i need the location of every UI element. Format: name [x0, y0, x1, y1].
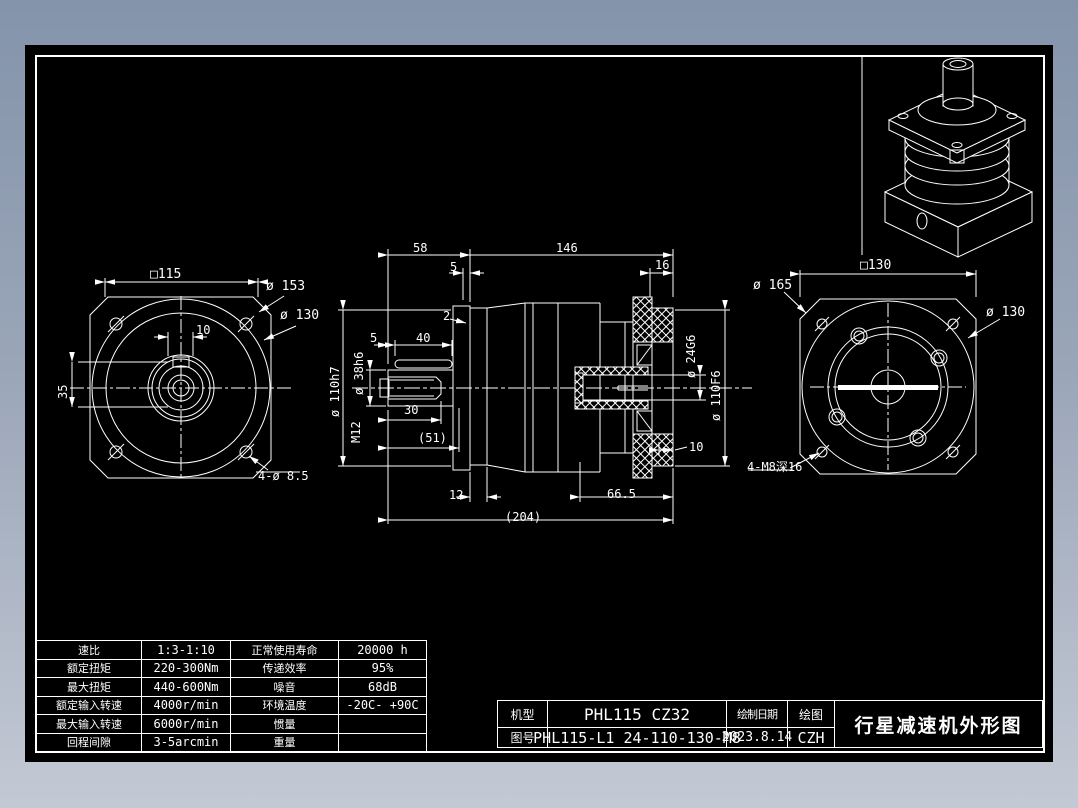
spec-label: 重量 — [231, 733, 339, 751]
iso-view — [883, 57, 1034, 258]
dim-51: (51) — [418, 431, 447, 445]
spec-value: 4000r/min — [142, 696, 231, 714]
dim-d130-right: ø 130 — [986, 305, 1026, 320]
dim-204: (204) — [505, 510, 542, 524]
drawing-no-label: 图号 — [498, 728, 548, 747]
spec-label: 额定扭矩 — [37, 659, 142, 677]
dim-d130-left: ø 130 — [280, 308, 320, 323]
spec-value: 220-300Nm — [142, 659, 231, 677]
spec-label: 回程间隙 — [37, 733, 142, 751]
date-value: 2023.8.14 — [721, 728, 793, 747]
dim-square115: □115 — [150, 267, 182, 282]
title-block: 机型 PHL115 CZ32 绘制日期 绘图 行星减速机外形图 图号 PHL11… — [497, 700, 1043, 748]
spec-value: 440-600Nm — [142, 678, 231, 696]
table-row: 最大输入转速 6000r/min 惯量 — [37, 715, 426, 734]
spec-label: 环境温度 — [231, 696, 339, 714]
dim-58: 58 — [413, 241, 428, 255]
spec-value — [339, 715, 426, 733]
drawer-value: CZH — [788, 728, 835, 747]
drawing-no-value: PHL115-L1 24-110-130-M8 — [533, 728, 741, 747]
spec-label: 速比 — [37, 641, 142, 659]
spec-table: 速比 1:3-1:10 正常使用寿命 20000 h 额定扭矩 220-300N… — [36, 640, 427, 752]
spec-label: 噪音 — [231, 678, 339, 696]
model-value: PHL115 CZ32 — [548, 701, 727, 728]
drawer-label: 绘图 — [788, 701, 835, 728]
spec-label: 最大扭矩 — [37, 678, 142, 696]
spec-value — [339, 734, 426, 752]
spec-value: 95% — [371, 661, 394, 676]
dim-12: 12 — [449, 488, 464, 502]
table-row: 最大扭矩 440-600Nm 噪音 68dB — [37, 678, 426, 697]
table-row: 额定输入转速 4000r/min 环境温度 -20C- +90C — [37, 696, 426, 715]
dim-5-key: 5 — [370, 331, 378, 345]
dim-d24g6: ø 24G6 — [684, 334, 698, 378]
dim-d153: ø 153 — [266, 279, 306, 294]
spec-label: 最大输入转速 — [37, 715, 142, 733]
spec-value: 6000r/min — [142, 715, 231, 733]
table-row: 回程间隙 3-5arcmin 重量 — [37, 733, 426, 752]
dim-key-width: 10 — [196, 323, 211, 337]
spec-value: -20C- +90C — [346, 698, 419, 713]
spec-label: 额定输入转速 — [37, 696, 142, 714]
dim-10-right: 10 — [689, 440, 704, 454]
drawing-border — [35, 55, 1045, 753]
date-label: 绘制日期 — [727, 701, 788, 728]
spec-value: 1:3-1:10 — [142, 641, 231, 659]
dim-d38h6: ø 38h6 — [352, 351, 366, 395]
dim-square130: □130 — [860, 258, 892, 273]
drawing-title: 行星减速机外形图 — [854, 714, 1023, 737]
spec-label: 传递效率 — [231, 659, 339, 677]
spec-label: 正常使用寿命 — [231, 641, 339, 659]
dim-16: 16 — [655, 258, 670, 272]
dim-m12: M12 — [349, 421, 363, 443]
dim-d110f6: ø 110F6 — [709, 370, 723, 421]
section-view — [338, 249, 752, 524]
left-view — [69, 278, 300, 480]
dim-146: 146 — [556, 241, 578, 255]
dim-d165: ø 165 — [753, 278, 793, 293]
spec-value: 68dB — [368, 679, 397, 694]
table-row: 速比 1:3-1:10 正常使用寿命 20000 h — [37, 641, 426, 660]
dim-5-top: 5 — [450, 260, 458, 274]
dim-35: 35 — [56, 384, 70, 399]
spec-value: 3-5arcmin — [142, 733, 231, 751]
dim-40: 40 — [416, 331, 431, 345]
table-row: 额定扭矩 220-300Nm 传递效率 95% — [37, 659, 426, 678]
dim-d110h7: ø 110h7 — [328, 366, 342, 417]
right-view — [748, 270, 1001, 475]
dim-2: 2 — [443, 309, 451, 323]
spec-label: 惯量 — [231, 715, 339, 733]
dim-4-d85: 4-ø 8.5 — [258, 469, 309, 483]
dim-30: 30 — [404, 403, 419, 417]
dim-66-5: 66.5 — [607, 487, 636, 501]
spec-value: 20000 h — [357, 642, 408, 657]
model-label: 机型 — [498, 701, 548, 728]
dim-4-m8: 4-M8深16 — [747, 460, 803, 474]
